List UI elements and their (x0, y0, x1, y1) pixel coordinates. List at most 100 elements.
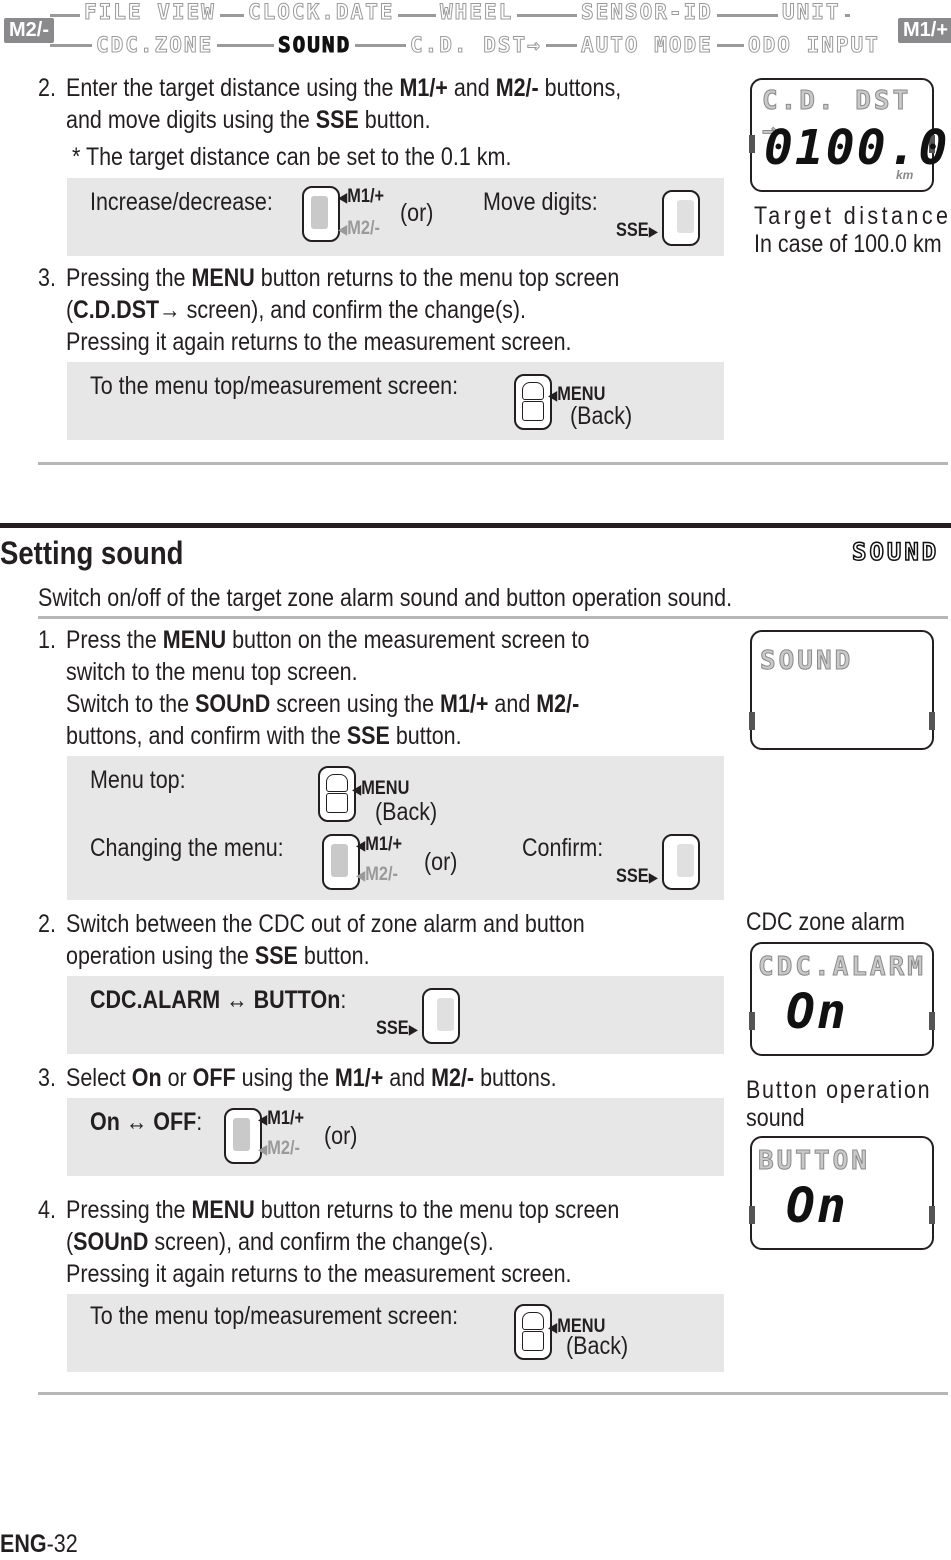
lcd-title: CDC.ALARM (758, 952, 926, 983)
nav-item-sound: SOUND (274, 33, 356, 58)
device-icon (302, 186, 340, 242)
s4-number: 4. (38, 1196, 56, 1224)
s1-box-menu-top-label: Menu top: (90, 766, 186, 794)
nav-item-odo-input: ODO INPUT (744, 33, 884, 58)
top-box-back (67, 362, 724, 440)
menu-button-label: ◀MENU (548, 384, 606, 405)
section-intro: Switch on/off of the target zone alarm s… (38, 584, 733, 612)
s3-line1: Select On or OFF using the M1/+ and M2/-… (66, 1064, 557, 1092)
s3-box (67, 1098, 724, 1176)
lcd-value: On (786, 984, 848, 1040)
menu-button-label: ◀MENU (548, 1316, 606, 1337)
lcd-sound: SOUND (749, 630, 935, 750)
caption-target-distance: Target distance (754, 202, 951, 230)
s2-box (67, 976, 724, 1054)
lcd-title: C.D. DST → (762, 86, 912, 147)
s1-box-change-label: Changing the menu: (90, 834, 284, 862)
s4-box-label: To the menu top/measurement screen: (90, 1302, 459, 1330)
menu-button-label: ◀MENU (352, 778, 410, 799)
m2-button-label: ◀M2/- (338, 218, 380, 239)
s3-number: 3. (38, 1064, 56, 1092)
nav-tag-m2: M2/- (4, 18, 54, 43)
top-step2-number: 2. (38, 74, 56, 102)
device-icon (224, 1108, 262, 1164)
s1-box-back: (Back) (375, 798, 438, 826)
caption-button-sound-2: sound (746, 1104, 805, 1132)
s1-line2: switch to the menu top screen. (66, 658, 358, 686)
s2-box-label: CDC.ALARM ↔ BUTTOn: (90, 986, 347, 1014)
top-box-increase-label: Increase/decrease: (90, 188, 273, 216)
s4-line3: Pressing it again returns to the measure… (66, 1260, 572, 1288)
lcd-value: On (786, 1178, 848, 1234)
top-step3-line2: (C.D.DST→ screen), and confirm the chang… (66, 296, 527, 324)
top-step3-line1: Pressing the MENU button returns to the … (66, 264, 620, 292)
s4-box (67, 1294, 724, 1372)
s3-box-or: (or) (324, 1122, 358, 1150)
device-icon (662, 834, 700, 890)
sse-button-label: SSE▶ (616, 866, 658, 887)
divider (38, 1392, 948, 1395)
device-icon (514, 1304, 552, 1360)
top-box-back-label: To the menu top/measurement screen: (90, 372, 459, 400)
s2-number: 2. (38, 910, 56, 938)
m1-button-label: ◀M1/+ (356, 834, 403, 855)
lcd-value: 0100.0 (764, 120, 950, 176)
s1-line1: Press the MENU button on the measurement… (66, 626, 590, 654)
lcd-button: BUTTON On (749, 1136, 935, 1250)
nav-item-auto-mode: AUTO MODE (577, 33, 717, 58)
device-icon (514, 374, 552, 430)
m1-button-label: ◀M1/+ (258, 1108, 305, 1129)
device-icon (322, 834, 360, 890)
lcd-title: BUTTON (758, 1146, 870, 1177)
s2-line2: operation using the SSE button. (66, 942, 370, 970)
caption-case: In case of 100.0 km (754, 230, 942, 258)
lcd-title: SOUND (759, 646, 854, 677)
m2-button-label: ◀M2/- (258, 1138, 300, 1159)
caption-cdc-zone-alarm: CDC zone alarm (746, 908, 905, 936)
s2-line1: Switch between the CDC out of zone alarm… (66, 910, 585, 938)
s4-box-back: (Back) (566, 1332, 629, 1360)
device-icon (662, 190, 700, 246)
top-step2-line2: and move digits using the SSE button. (66, 106, 431, 134)
s4-line1: Pressing the MENU button returns to the … (66, 1196, 620, 1224)
section-top-rule (0, 523, 951, 528)
nav-tag-m1: M1/+ (898, 18, 951, 43)
sse-button-label: SSE▶ (376, 1018, 418, 1039)
sse-button-label: SSE▶ (616, 220, 658, 241)
s1-box (67, 756, 724, 900)
top-step2-line1: Enter the target distance using the M1/+… (66, 74, 622, 102)
top-box-or: (or) (400, 199, 434, 227)
lcd-target-distance: C.D. DST → 0100.0 km (749, 78, 947, 192)
s1-line4: buttons, and confirm with the SSE button… (66, 722, 462, 750)
device-icon (318, 766, 356, 822)
m1-button-label: ◀M1/+ (338, 186, 385, 207)
lcd-cdc-alarm: CDC.ALARM On (749, 942, 935, 1056)
top-step3-number: 3. (38, 264, 56, 292)
s4-line2: (SOUnD screen), and confirm the change(s… (66, 1228, 494, 1256)
nav-item-cd-dst: C.D. DST→ (406, 33, 546, 58)
top-box-controls (67, 178, 724, 256)
nav-item-cdc-zone: CDC.ZONE (92, 33, 218, 58)
page-number: ENG-32 (0, 1530, 78, 1558)
s1-number: 1. (38, 626, 56, 654)
s1-box-or: (or) (424, 848, 458, 876)
lcd-unit: km (896, 168, 914, 182)
nav-item-wheel: WHEEL (436, 0, 518, 25)
top-box-back-text: (Back) (570, 402, 633, 430)
divider (38, 616, 948, 619)
s1-box-confirm-label: Confirm: (522, 834, 604, 862)
caption-button-sound-1: Button operation (746, 1076, 932, 1104)
heading-lcd-label: SOUND (851, 537, 940, 567)
device-icon (422, 988, 460, 1044)
s1-line3: Switch to the SOUnD screen using the M1/… (66, 690, 580, 718)
m2-button-label: ◀M2/- (356, 864, 398, 885)
nav-item-sensor-id: SENSOR-ID (577, 0, 717, 25)
top-step3-line3: Pressing it again returns to the measure… (66, 328, 572, 356)
divider (38, 462, 948, 465)
top-box-move-digits-label: Move digits: (483, 188, 598, 216)
nav-item-file-view: FILE VIEW (80, 0, 220, 25)
nav-item-clock-date: CLOCK.DATE (244, 0, 399, 25)
top-note: * The target distance can be set to the … (72, 143, 512, 171)
section-heading: Setting sound (0, 535, 184, 571)
nav-item-unit: UNIT (778, 0, 845, 25)
